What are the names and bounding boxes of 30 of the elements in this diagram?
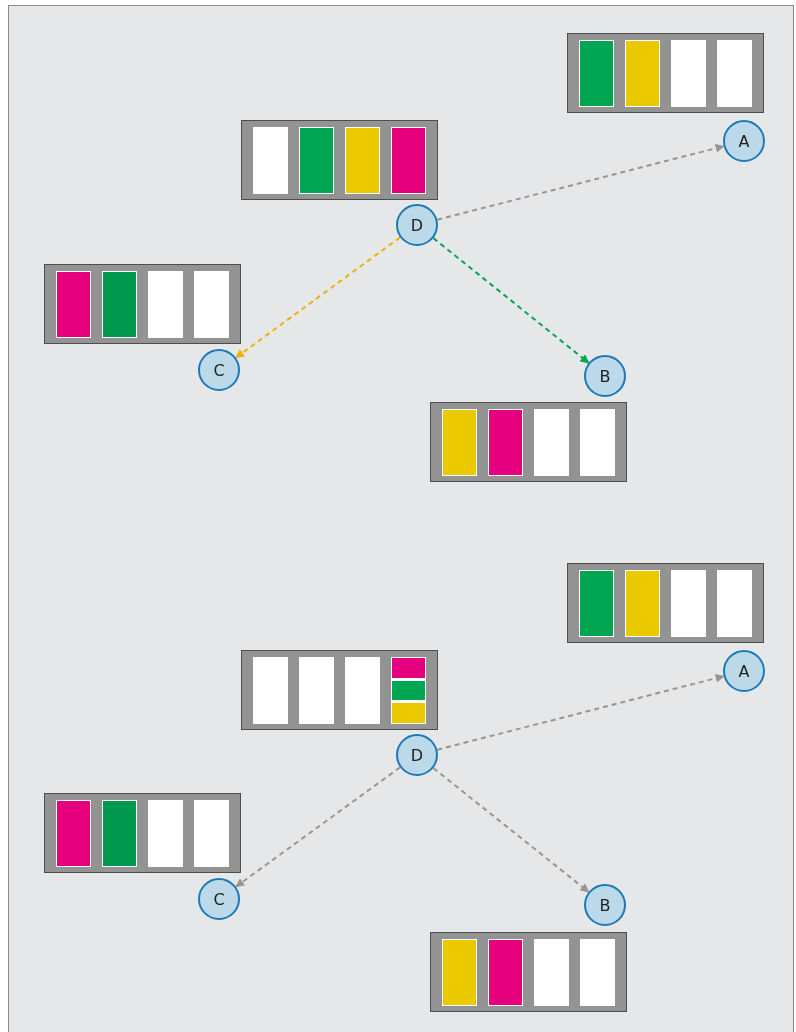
node-letter: D <box>410 215 424 235</box>
node-letter: A <box>738 661 750 681</box>
node-circle <box>198 878 240 920</box>
dashed-arrow <box>432 767 590 893</box>
dashed-arrow <box>234 236 402 359</box>
slot-rack <box>44 793 241 873</box>
slot-rack <box>430 402 627 482</box>
node-circle <box>584 355 626 397</box>
dashed-arrow <box>436 143 725 221</box>
node-circle <box>584 884 626 926</box>
slot-rack <box>430 932 627 1012</box>
node-circle <box>396 734 438 776</box>
node-letter: B <box>599 895 611 915</box>
node-letter: C <box>213 889 225 909</box>
node-circle <box>723 120 765 162</box>
slot-rack <box>44 264 241 344</box>
node-letter: A <box>738 131 750 151</box>
slot-rack <box>241 120 438 200</box>
node-circle <box>396 204 438 246</box>
slot-rack <box>567 33 764 113</box>
dashed-arrow <box>235 766 401 888</box>
slot-rack <box>241 650 438 730</box>
node-letter: C <box>213 360 225 380</box>
node-circle <box>723 650 765 692</box>
node-circle <box>198 349 240 391</box>
node-letter: D <box>410 745 424 765</box>
dashed-arrow <box>436 673 725 751</box>
slot-rack <box>567 563 764 643</box>
dashed-arrow <box>432 237 590 364</box>
node-letter: B <box>599 366 611 386</box>
